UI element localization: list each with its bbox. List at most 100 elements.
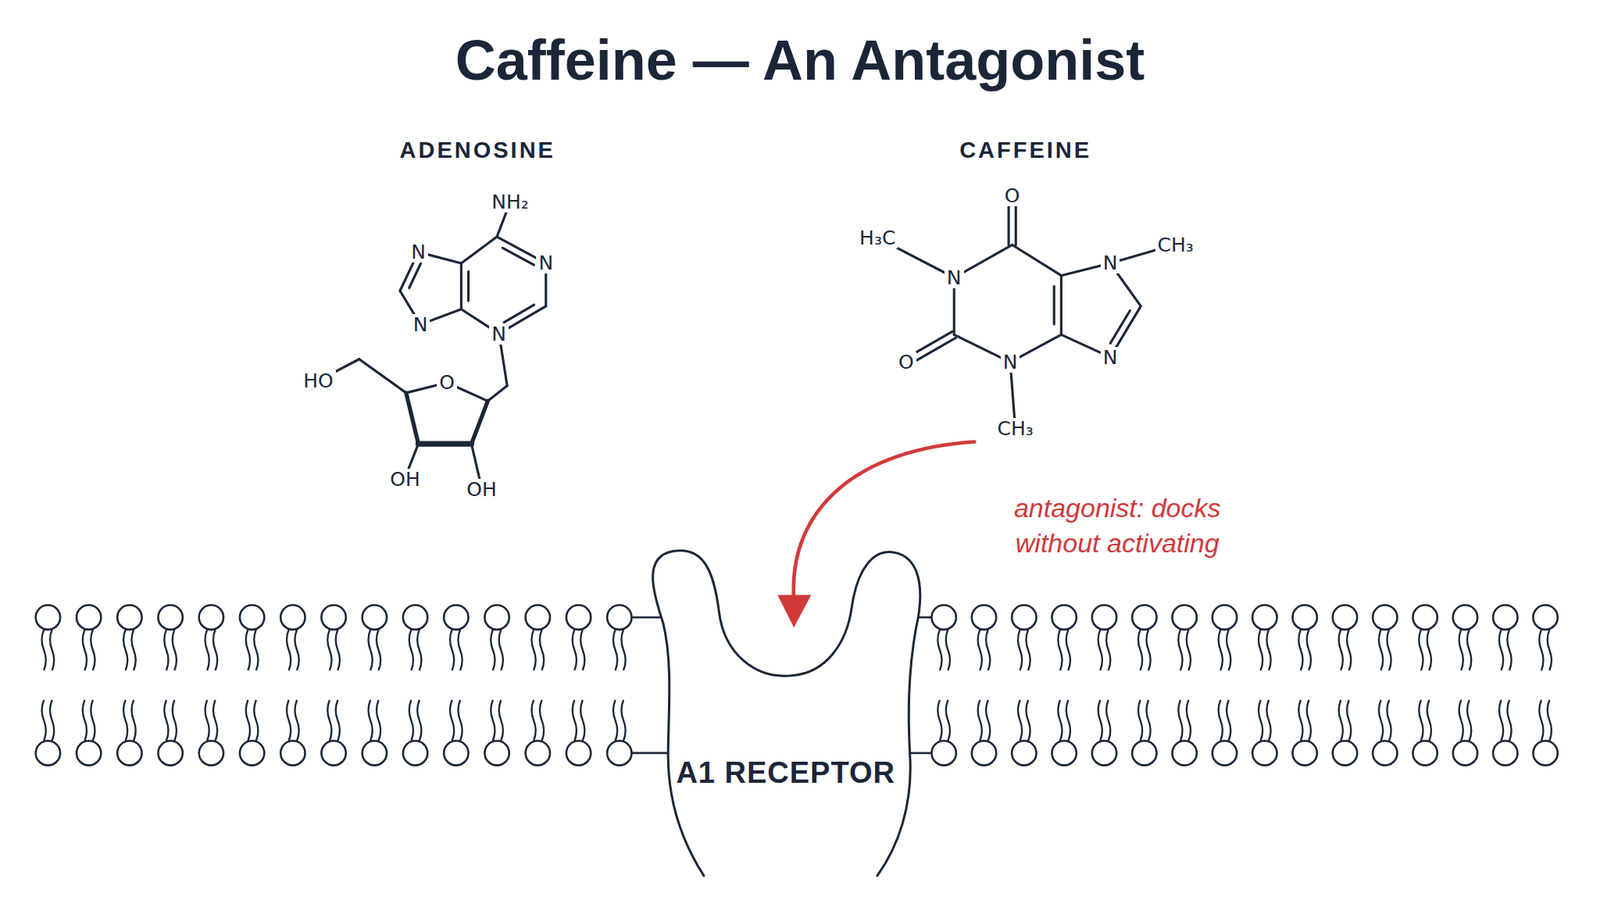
lipid-head	[443, 605, 468, 630]
receptor-shape	[653, 550, 921, 875]
atom-label: NH₂	[489, 191, 532, 213]
lipid-tail	[90, 629, 95, 671]
lipid-tail	[335, 629, 340, 671]
lipid-head	[1092, 740, 1117, 765]
lipid-tail	[164, 629, 168, 671]
lipid-tail	[978, 700, 983, 741]
lipid-tail	[1218, 700, 1223, 741]
bond	[1012, 244, 1062, 275]
lipid-head	[199, 605, 224, 630]
atom-label: N	[535, 252, 556, 274]
atom-label: O	[436, 371, 458, 393]
lipid-head	[403, 605, 428, 630]
atom-label: N	[1100, 252, 1121, 274]
lipid-tail	[368, 700, 373, 741]
double-bond	[1053, 285, 1056, 324]
lipid-tail	[1539, 700, 1543, 741]
lipid-head	[35, 605, 61, 630]
double-bond	[1110, 310, 1130, 344]
lipid-head	[1372, 740, 1397, 765]
lipid-head	[1332, 605, 1358, 630]
lipid-tail	[213, 629, 218, 671]
lipid-tail	[205, 629, 210, 671]
lipid-tail	[1467, 629, 1472, 671]
lipid-tail	[123, 700, 128, 741]
lipid-tail	[1098, 700, 1103, 741]
lipid-tail	[1258, 629, 1263, 671]
lipid-tail	[1346, 700, 1351, 741]
lipid-head	[1171, 605, 1197, 630]
lipid-tail	[1066, 629, 1071, 671]
lipid-tail	[1106, 700, 1111, 741]
lipid-head	[607, 605, 632, 630]
lipid-tail	[1307, 700, 1311, 741]
lipid-head	[1011, 740, 1036, 765]
receptor-label: A1 RECEPTOR	[637, 754, 934, 793]
atom-label: OH	[464, 478, 499, 500]
lipid-head	[443, 740, 468, 765]
bond	[418, 441, 472, 447]
lipid-tail	[1427, 700, 1432, 741]
annotation-note: antagonist: docks without activating	[933, 490, 1301, 560]
lipid-head	[1412, 605, 1437, 630]
lipid-head	[362, 605, 387, 630]
lipid-tail	[1017, 700, 1022, 741]
lipid-tail	[1146, 700, 1150, 741]
lipid-tail	[1146, 629, 1150, 671]
lipid-tail	[1499, 700, 1504, 741]
lipid-tail	[539, 700, 544, 741]
lipid-head	[971, 740, 997, 765]
receptor-outline	[637, 546, 934, 878]
receptor-protein: A1 RECEPTOR	[637, 546, 934, 878]
lipid-tail	[1346, 629, 1351, 671]
lipid-tail	[985, 629, 990, 671]
atom-label: H₃C	[857, 227, 898, 249]
lipid-tail	[946, 629, 950, 671]
lipid-tail	[457, 700, 462, 741]
lipid-head	[321, 740, 346, 765]
lipid-tail	[286, 700, 291, 741]
molecule-name: ADENOSINE	[400, 138, 556, 164]
lipid-tail	[1459, 629, 1464, 671]
lipid-head	[1252, 605, 1277, 630]
lipid-tail	[1539, 629, 1543, 671]
lipid-head	[199, 740, 224, 765]
lipid-head	[239, 605, 265, 630]
lipid-tail	[1547, 700, 1552, 741]
lipid-head	[1372, 605, 1397, 630]
lipid-tail	[327, 700, 332, 741]
atom-label: OH	[387, 468, 422, 490]
lipid-tail	[1507, 629, 1511, 671]
bond	[359, 359, 407, 393]
lipid-head	[1011, 605, 1036, 630]
lipid-tail	[572, 700, 577, 741]
lipid-head	[239, 740, 265, 765]
lipid-tail	[131, 629, 136, 671]
lipid-tail	[82, 700, 87, 741]
lipid-tail	[572, 629, 577, 671]
lipid-tail	[417, 700, 422, 741]
lipid-tail	[1386, 629, 1391, 671]
lipid-tail	[539, 629, 544, 671]
lipid-tail	[531, 700, 536, 741]
lipid-tail	[253, 700, 258, 741]
atom-label: N	[944, 267, 965, 289]
lipid-tail	[1339, 629, 1343, 671]
atom-label: CH₃	[1155, 234, 1197, 256]
lipid-head	[566, 740, 591, 765]
atom-label: HO	[300, 370, 336, 392]
lipid-tail	[1459, 700, 1464, 741]
lipid-tail	[985, 700, 990, 741]
lipid-tail	[1378, 629, 1383, 671]
molecule-name: CAFFEINE	[959, 138, 1092, 164]
lipid-head	[484, 605, 509, 630]
lipid-tail	[1218, 629, 1223, 671]
bond	[487, 385, 508, 402]
lipid-head	[525, 740, 550, 765]
bond	[460, 263, 463, 310]
lipid-head	[280, 740, 305, 765]
lipid-tail	[613, 700, 618, 741]
lipid-tail	[1226, 629, 1231, 671]
lipid-tail	[1186, 629, 1191, 671]
lipid-tail	[450, 700, 454, 741]
